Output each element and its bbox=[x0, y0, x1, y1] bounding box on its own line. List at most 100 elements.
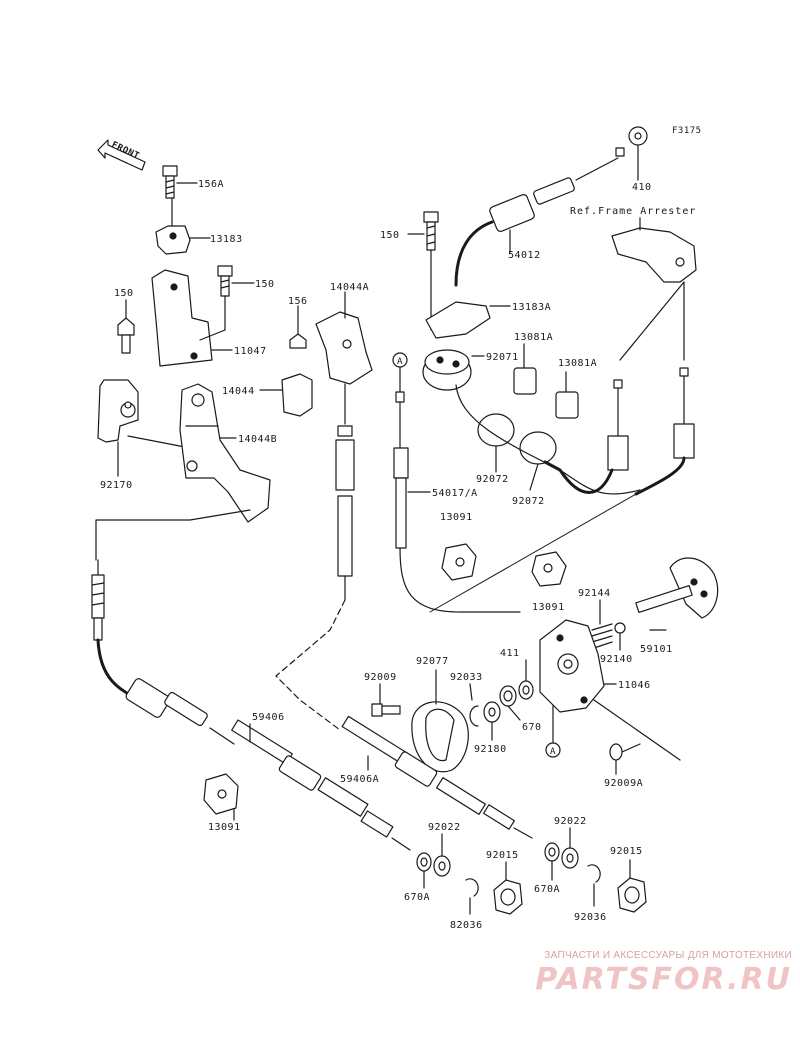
part-label-13091-mid: 13091 bbox=[440, 512, 473, 523]
knob-92077 bbox=[411, 669, 469, 773]
ball-92140 bbox=[614, 622, 626, 651]
part-label-92033: 92033 bbox=[450, 672, 483, 683]
part-label-13091-right: 13091 bbox=[532, 602, 565, 613]
front-arrow bbox=[97, 139, 146, 171]
bracket-11047 bbox=[151, 269, 233, 367]
part-label-92015-left: 92015 bbox=[486, 850, 519, 861]
part-label-92180: 92180 bbox=[474, 744, 507, 755]
cable-59406 bbox=[91, 559, 411, 851]
clamp-92170 bbox=[97, 379, 191, 477]
clip-92072-1 bbox=[477, 413, 515, 473]
part-label-156a: 156A bbox=[198, 179, 224, 190]
grommet-13091-mid bbox=[441, 543, 477, 581]
part-label-670a-right: 670A bbox=[534, 884, 560, 895]
washer-670a-right bbox=[544, 842, 560, 881]
part-label-410: 410 bbox=[632, 182, 652, 193]
holder-14044 bbox=[259, 373, 313, 417]
bracket-14044b bbox=[179, 383, 271, 523]
plate-11046 bbox=[539, 619, 681, 761]
part-label-92071: 92071 bbox=[486, 352, 519, 363]
part-label-92072-1: 92072 bbox=[476, 474, 509, 485]
part-label-92022-right: 92022 bbox=[554, 816, 587, 827]
part-label-150-b: 150 bbox=[114, 288, 134, 299]
watermark-subtitle: ЗАПЧАСТИ И АКСЕССУАРЫ ДЛЯ МОТОТЕХНИКИ bbox=[544, 950, 792, 961]
part-label-14044: 14044 bbox=[222, 386, 255, 397]
bolt-92009 bbox=[371, 683, 401, 717]
nut-92015-left bbox=[493, 861, 523, 915]
part-label-670: 670 bbox=[522, 722, 542, 733]
washer-411 bbox=[518, 659, 534, 700]
part-label-92022-left: 92022 bbox=[428, 822, 461, 833]
arrester-bracket bbox=[611, 217, 697, 361]
part-label-92170: 92170 bbox=[100, 480, 133, 491]
adjuster-cable-right bbox=[429, 367, 695, 613]
cable-center-upper bbox=[335, 425, 355, 601]
bolt-150-upper bbox=[217, 265, 255, 297]
part-label-59101: 59101 bbox=[640, 644, 673, 655]
part-label-13183: 13183 bbox=[210, 234, 243, 245]
circlip-92036 bbox=[587, 864, 601, 907]
part-label-14044b: 14044B bbox=[238, 434, 277, 445]
plate-13183 bbox=[155, 197, 211, 255]
washer-670a-left bbox=[416, 852, 432, 889]
ref-frame-arrester-note: Ref.Frame Arrester bbox=[570, 206, 696, 217]
callout-a-lower bbox=[545, 705, 561, 758]
part-label-82036: 82036 bbox=[450, 920, 483, 931]
part-label-14044a: 14044A bbox=[330, 282, 369, 293]
part-label-54017a: 54017/A bbox=[432, 488, 478, 499]
grommet-13091-right bbox=[531, 551, 567, 587]
figure-id: F3175 bbox=[672, 126, 702, 136]
screw-92009a bbox=[609, 743, 641, 775]
bolt-156a bbox=[162, 165, 198, 199]
plate-13183a bbox=[425, 301, 511, 339]
part-label-92072-2: 92072 bbox=[512, 496, 545, 507]
bushing-92071 bbox=[422, 349, 485, 391]
part-label-156: 156 bbox=[288, 296, 308, 307]
part-label-13183a: 13183A bbox=[512, 302, 551, 313]
bolt-156 bbox=[289, 305, 307, 349]
part-label-13081a-1: 13081A bbox=[514, 332, 553, 343]
part-label-11046: 11046 bbox=[618, 680, 651, 691]
part-label-150-c: 150 bbox=[380, 230, 400, 241]
washer-92022-left bbox=[433, 833, 451, 877]
holder-13081a-1 bbox=[513, 343, 537, 395]
spring-92144 bbox=[591, 599, 613, 649]
adjuster-cable-left bbox=[543, 379, 629, 494]
part-label-92140: 92140 bbox=[600, 654, 633, 665]
bracket-14044a bbox=[315, 291, 373, 425]
part-label-13081a-2: 13081A bbox=[558, 358, 597, 369]
part-label-411: 411 bbox=[500, 648, 520, 659]
cable-59406a bbox=[341, 715, 533, 839]
bolt-150-left bbox=[117, 299, 135, 354]
clip-92072-2 bbox=[519, 431, 557, 491]
part-label-54012: 54012 bbox=[508, 250, 541, 261]
holder-13081a-2 bbox=[555, 371, 579, 419]
cable-54017a bbox=[392, 352, 521, 613]
washer-92022-right bbox=[561, 827, 579, 869]
grommet-13091-lower bbox=[203, 773, 239, 815]
part-label-59406a: 59406A bbox=[340, 774, 379, 785]
watermark-logo: PARTSFOR.RU bbox=[535, 962, 792, 997]
part-label-13091-lower: 13091 bbox=[208, 822, 241, 833]
part-label-92015-right: 92015 bbox=[610, 846, 643, 857]
part-label-92009a: 92009A bbox=[604, 778, 643, 789]
part-label-92144: 92144 bbox=[578, 588, 611, 599]
bolt-150-right bbox=[407, 211, 439, 331]
cable-dashed-routing bbox=[275, 599, 346, 731]
part-label-59406: 59406 bbox=[252, 712, 285, 723]
part-label-670a-left: 670A bbox=[404, 892, 430, 903]
cable-54012 bbox=[454, 147, 625, 287]
washer-410 bbox=[628, 126, 648, 181]
circlip-82036 bbox=[465, 878, 479, 915]
circlip-92033 bbox=[469, 683, 479, 727]
callout-a-upper-label: A bbox=[397, 357, 403, 367]
washer-92180 bbox=[483, 701, 501, 741]
nut-92015-right bbox=[617, 859, 647, 913]
part-label-92036: 92036 bbox=[574, 912, 607, 923]
part-label-150-a: 150 bbox=[255, 279, 275, 290]
part-label-92009: 92009 bbox=[364, 672, 397, 683]
cable-routing-left bbox=[95, 509, 251, 561]
callout-a-lower-label: A bbox=[550, 747, 556, 757]
